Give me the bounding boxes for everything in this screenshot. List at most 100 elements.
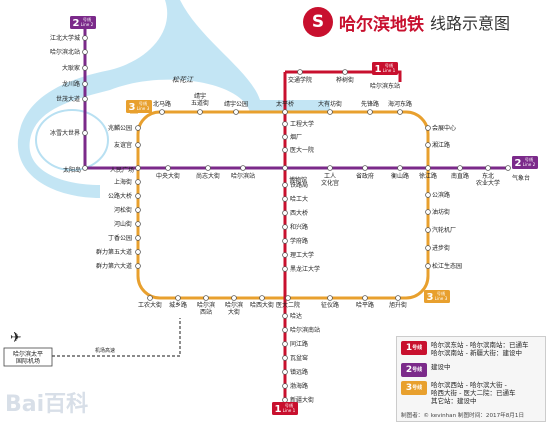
svg-text:号线: 号线	[385, 62, 394, 69]
station-marker	[82, 165, 88, 171]
station-label-l2n3: 龙川路	[62, 80, 80, 88]
svg-text:1: 1	[275, 404, 282, 415]
station-marker	[362, 165, 368, 171]
station-marker	[205, 165, 211, 171]
sun-island	[35, 109, 109, 171]
station-marker	[425, 245, 431, 251]
airplane-icon: ✈	[10, 330, 22, 346]
station-marker	[282, 224, 288, 230]
station-label-l3l6: 丁香公园	[108, 234, 132, 242]
airport-name-1: 哈尔滨太平	[13, 350, 43, 358]
station-label-l3r4: 汽轮机厂	[432, 226, 456, 234]
map-subtitle: 线路示意图	[430, 14, 511, 33]
station-marker	[159, 109, 165, 115]
station-marker	[197, 109, 203, 115]
svg-text:1: 1	[375, 64, 382, 75]
station-label-l1n0: 交通学院	[288, 76, 312, 84]
legend-credit: 制图者：© kevinhan 制图时间：2017年8月1日	[401, 413, 525, 419]
station-marker	[282, 397, 288, 403]
station-marker	[282, 196, 288, 202]
station-marker	[282, 266, 288, 272]
station-marker	[485, 165, 491, 171]
svg-text:Line 3: Line 3	[435, 296, 448, 301]
brand-title: 哈尔滨地铁	[339, 14, 424, 35]
station-label-l2e9: 徐江路	[419, 172, 437, 180]
harbin-metro-logo: S	[303, 7, 333, 37]
station-marker	[457, 165, 463, 171]
svg-text:2: 2	[73, 18, 80, 29]
station-label-l2e11: 东北	[482, 172, 494, 180]
station-marker	[425, 209, 431, 215]
station-marker	[259, 295, 265, 301]
station-label-l3t3: 太平桥	[276, 100, 294, 108]
station-label-l1s4: 哈工大	[290, 195, 308, 203]
station-label-l1s1: 烟厂	[290, 133, 302, 141]
station-label-l2n1: 哈尔滨北站	[50, 48, 80, 56]
station-marker	[231, 295, 237, 301]
station-label-l1n2: 哈尔滨东站	[370, 82, 400, 90]
station-marker	[342, 69, 348, 75]
station-marker	[135, 193, 141, 199]
station-label-l1n1: 桦树街	[336, 76, 354, 84]
station-label-l2e3: 尚志大街	[196, 172, 220, 180]
station-marker	[397, 109, 403, 115]
station-label-l3l2: 上海街	[114, 178, 132, 186]
station-marker	[282, 369, 288, 375]
station-label-l2e11: 农业大学	[476, 179, 500, 187]
station-label-l3b3: 大街	[228, 308, 240, 316]
station-label-l3l7: 群力第五大道	[96, 248, 132, 256]
station-marker	[505, 165, 511, 171]
station-label-l3l3: 公路大桥	[108, 192, 132, 200]
svg-text:号线: 号线	[525, 156, 534, 163]
station-label-l2e12: 气象台	[512, 174, 530, 182]
station-marker	[425, 125, 431, 131]
svg-text:2: 2	[515, 158, 522, 169]
station-marker	[135, 142, 141, 148]
station-label-l1s9: 黑龙江大学	[290, 265, 320, 273]
station-label-l2e6: 文化宫	[321, 179, 339, 187]
station-marker	[362, 295, 368, 301]
stations-layer: 江北大学城哈尔滨北站大耿家龙川路世茂大道冰雪大世界太阳岛人民广场中央大街尚志大街…	[50, 34, 530, 404]
station-label-l2e0: 太阳岛	[63, 166, 81, 174]
station-marker	[425, 142, 431, 148]
legend-line1-text: 哈尔滨东站 - 哈尔滨南站：已通车 哈尔滨南站 - 新疆大街：建设中	[431, 341, 529, 358]
station-marker	[425, 192, 431, 198]
station-label-l2n4: 世茂大道	[56, 95, 80, 103]
station-label-l3l8: 群力第六大道	[96, 262, 132, 270]
station-label-l1s6: 和兴路	[290, 223, 308, 231]
station-label-l2n5: 冰雪大世界	[50, 129, 80, 137]
legend-line3-text: 哈尔滨西站 - 哈尔滨大街 - 哈西大街 - 医大二院：已通车 其它站：建设中	[431, 381, 516, 406]
station-label-l1s2: 医大一院	[290, 146, 314, 154]
station-label-l2e6: 工人	[324, 173, 336, 180]
svg-text:Line 3: Line 3	[137, 106, 150, 111]
svg-text:Line 1: Line 1	[283, 408, 296, 413]
station-marker	[135, 221, 141, 227]
station-label-l1s11: 哈尔滨南站	[290, 326, 320, 334]
station-marker	[165, 165, 171, 171]
station-marker	[135, 165, 141, 171]
station-marker	[82, 130, 88, 136]
station-label-l2e2: 中央大街	[156, 172, 180, 180]
station-label-l3b3: 哈尔滨	[225, 301, 243, 309]
station-label-l1s16: 新疆大街	[290, 396, 314, 404]
station-marker	[82, 81, 88, 87]
station-label-l3b2: 西站	[200, 308, 212, 316]
svg-text:3: 3	[129, 102, 136, 113]
station-label-l2e4: 哈尔滨站	[231, 172, 255, 180]
station-label-l3r5: 进步街	[432, 244, 450, 252]
station-marker	[282, 165, 288, 171]
station-label-l2e1: 人民广场	[110, 166, 134, 174]
station-marker	[282, 327, 288, 333]
station-label-l3r0: 会展中心	[432, 124, 456, 132]
station-label-l3b2: 哈尔滨	[197, 301, 215, 309]
header: S 哈尔滨地铁 线路示意图	[303, 7, 510, 37]
airport-box	[3, 347, 53, 367]
station-marker	[82, 96, 88, 102]
station-marker	[203, 295, 209, 301]
station-label-l3r1: 湘江路	[432, 141, 450, 149]
